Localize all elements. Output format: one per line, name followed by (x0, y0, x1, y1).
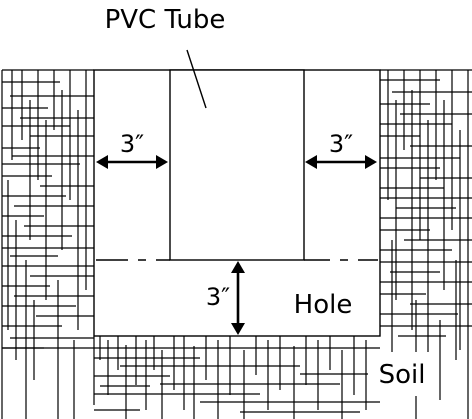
tube-leader-line (186, 49, 207, 109)
soil-label-box (368, 352, 434, 396)
soil-right-block (380, 69, 472, 419)
right-gap-arrow (305, 155, 377, 169)
pvc-tube-label: PVC Tube (105, 5, 226, 35)
right-gap-label: 3″ (329, 130, 353, 158)
soil-label: Soil (379, 360, 426, 390)
bottom-gap-label: 3″ (206, 283, 230, 311)
soil-bottom-block (2, 336, 380, 419)
left-gap-arrow (96, 155, 168, 169)
soil-texture (1, 69, 472, 419)
soil-left-block (1, 69, 94, 419)
pvc-tube (169, 69, 305, 261)
bottom-gap-arrow (231, 261, 245, 335)
hole-label: Hole (294, 290, 353, 320)
left-gap-label: 3″ (120, 130, 144, 158)
